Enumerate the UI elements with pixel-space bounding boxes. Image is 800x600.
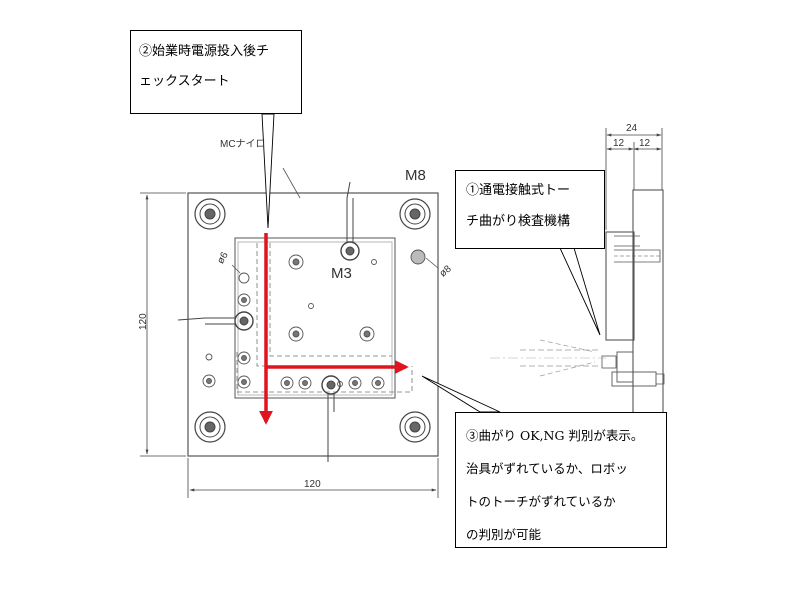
bolt-m8-label: M8	[405, 167, 426, 184]
corner-bolts	[194, 198, 431, 443]
dim-width-label: 120	[304, 479, 321, 490]
material-label: MCナイロ	[220, 138, 266, 150]
l-guide-region	[236, 243, 413, 393]
hole-d8-label: ø8	[438, 263, 454, 279]
check-direction-arrows	[259, 233, 409, 425]
hole-d6-label: ø6	[215, 250, 231, 266]
callout-line: トのトーチがずれているか	[466, 494, 616, 509]
base-plate	[187, 192, 439, 457]
callout-mechanism: ①通電接触式トー チ曲がり検査機構	[455, 170, 605, 249]
callout-line: の判別が可能	[466, 527, 542, 542]
callout-line: ②始業時電源投入後チ	[139, 44, 270, 59]
bolt-m3-label: M3	[331, 265, 352, 282]
dim-side-total-label: 24	[626, 123, 638, 134]
callout-line: ③曲がり OK,NG 判別が表示。	[466, 428, 644, 443]
callout-line: チ曲がり検査機構	[466, 214, 571, 229]
callout-judgement: ③曲がり OK,NG 判別が表示。 治具がずれているか、ロボッ トのトーチがずれ…	[455, 412, 667, 548]
callout-line: 治具がずれているか、ロボッ	[466, 461, 628, 476]
dim-height-label: 120	[138, 313, 149, 330]
screw-holes	[202, 249, 426, 390]
dimension-lines	[140, 128, 663, 498]
callout-line: ①通電接触式トー	[466, 183, 571, 198]
dim-side-half-a-label: 12	[613, 138, 625, 149]
callout-startup-check: ②始業時電源投入後チ ェックスタート	[130, 30, 302, 114]
callout-line: ェックスタート	[139, 74, 230, 89]
dim-side-half-b-label: 12	[639, 138, 651, 149]
contact-leads	[177, 181, 360, 462]
leader-lines	[231, 167, 439, 274]
